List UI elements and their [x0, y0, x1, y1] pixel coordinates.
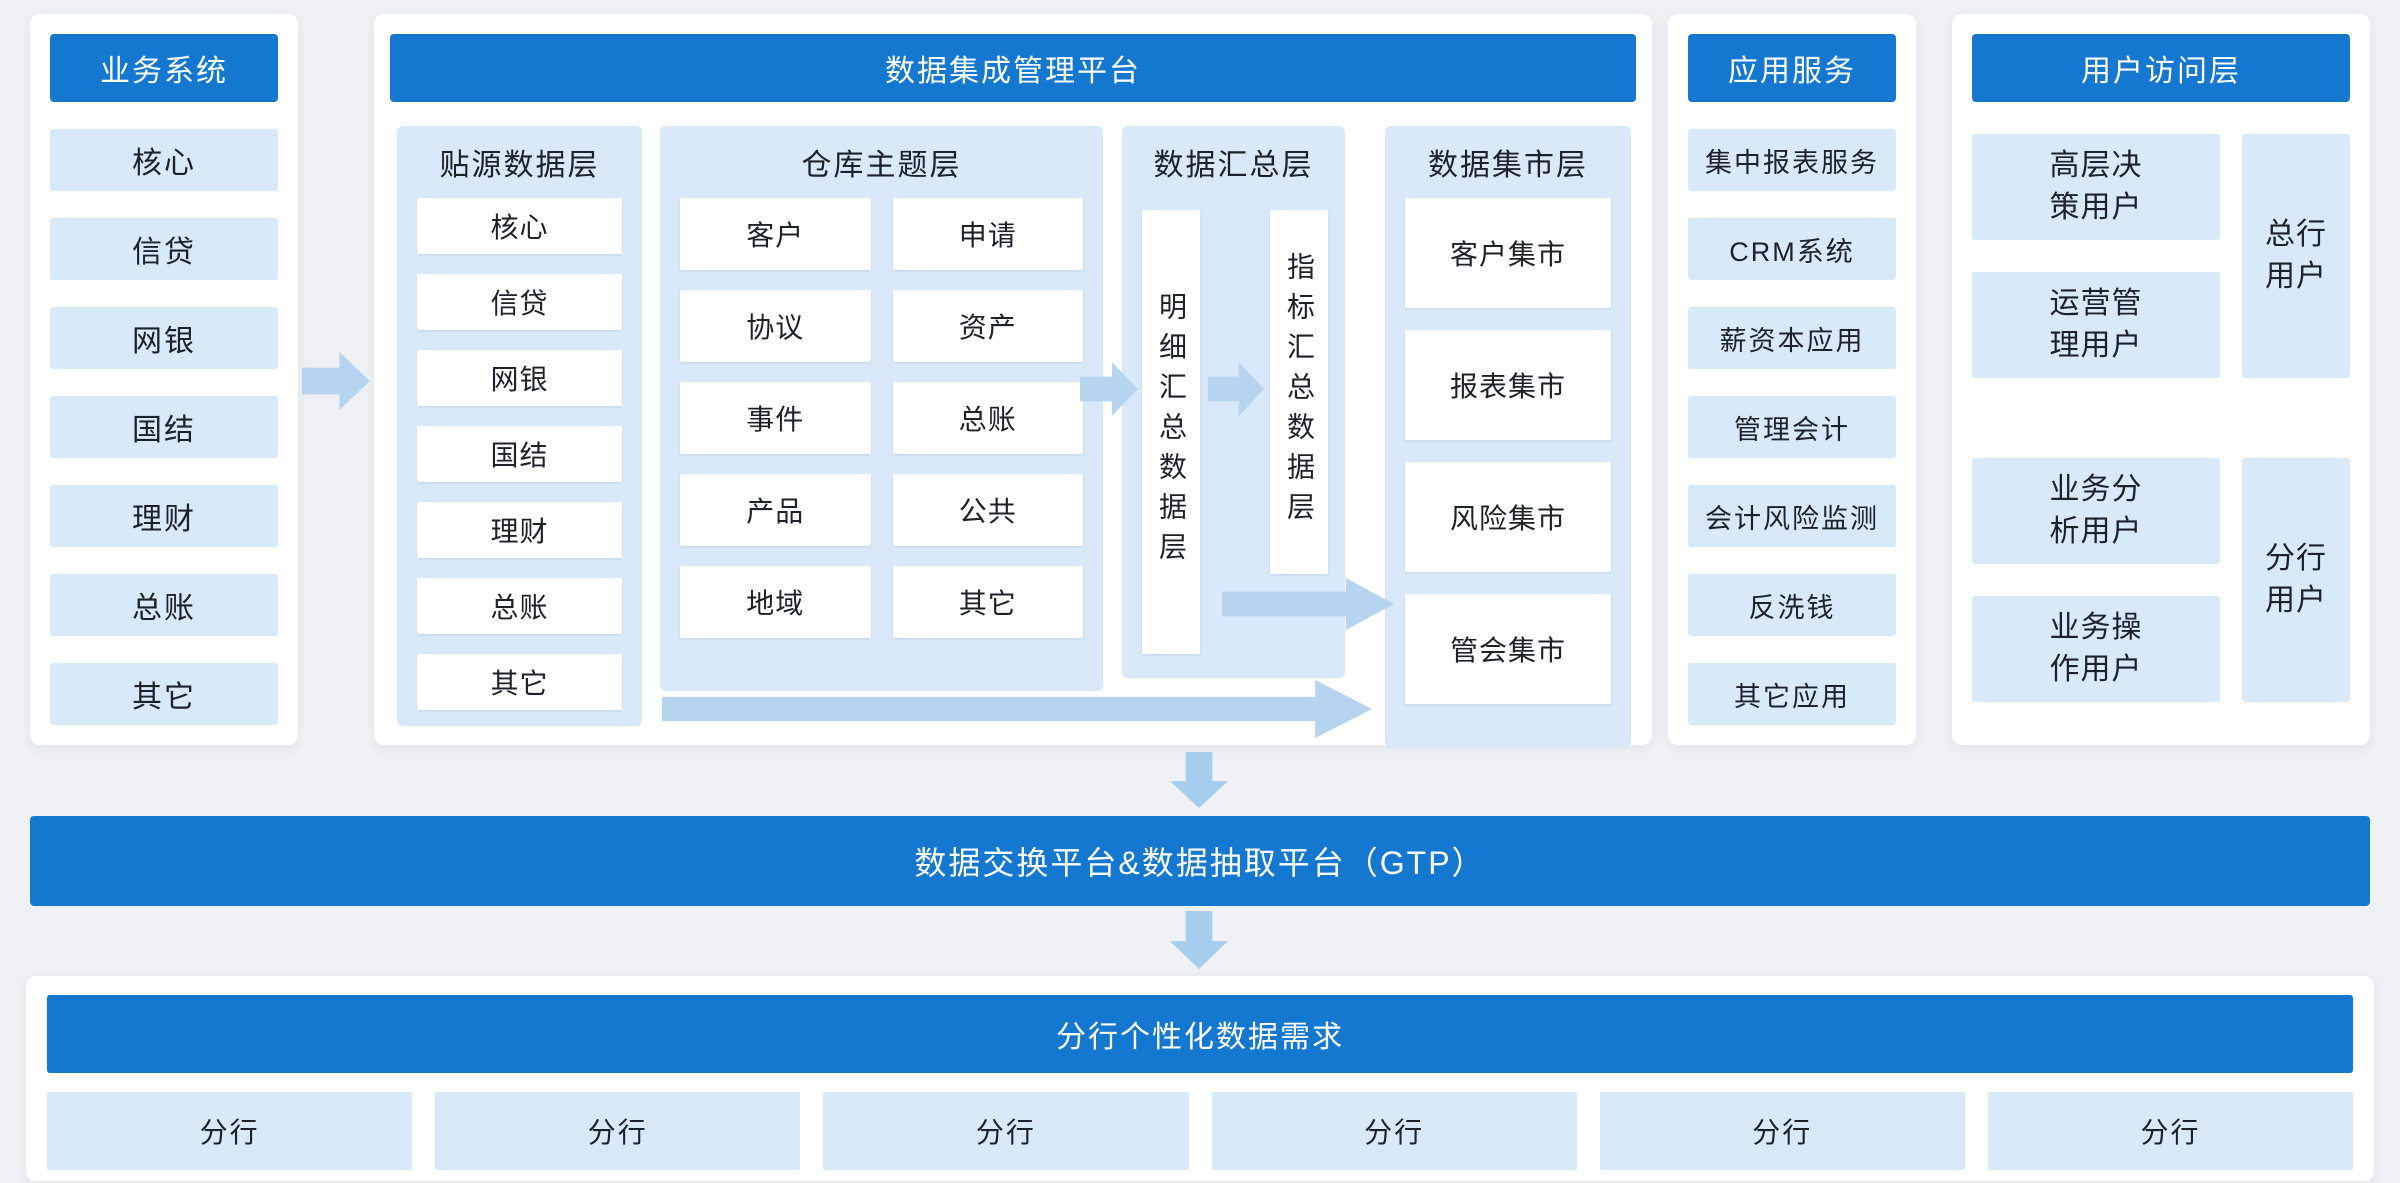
platform-header: 数据集成管理平台	[390, 34, 1636, 102]
user-scope-box: 总行用户	[2242, 134, 2350, 378]
mart-layer-title: 数据集市层	[1428, 149, 1588, 182]
data-summary-layer-panel: 数据汇总层 明细汇总数据层 指标汇总数据层	[1122, 126, 1345, 678]
data-exchange-platform-bar: 数据交换平台&数据抽取平台（GTP）	[30, 816, 2370, 906]
user-role-label: 运营管理用户	[2049, 287, 2143, 362]
branch-box: 分行	[1211, 1092, 1577, 1170]
user-role-box: 业务分析用户	[1972, 458, 2220, 564]
source-layer-title: 贴源数据层	[439, 149, 600, 182]
branch-box: 分行	[1599, 1092, 1965, 1170]
business-system-item: 总账	[50, 574, 278, 636]
user-role-box: 业务操作用户	[1972, 596, 2220, 702]
app-service-item: 会计风险监测	[1688, 485, 1896, 547]
business-system-item: 国结	[50, 396, 278, 458]
right-arrow-icon	[302, 352, 370, 410]
business-system-item: 其它	[50, 663, 278, 725]
summary-layer-title: 数据汇总层	[1153, 149, 1314, 182]
user-scope-box: 分行用户	[2242, 458, 2350, 702]
user-role-label: 业务操作用户	[2049, 611, 2143, 686]
mart-item: 管会集市	[1405, 594, 1611, 704]
user-scope-label: 分行用户	[2265, 542, 2327, 617]
app-services-card: 应用服务 集中报表服务 CRM系统 薪资本应用 管理会计 会计风险监测 反洗钱 …	[1668, 14, 1916, 745]
down-arrow-icon	[1170, 752, 1228, 808]
data-mart-layer-panel: 数据集市层 客户集市 报表集市 风险集市 管会集市	[1385, 126, 1631, 748]
branch-box: 分行	[47, 1092, 413, 1170]
warehouse-subject-layer-panel: 仓库主题层 客户 申请 协议 资产 事件 总账 产品 公共 地域 其它	[660, 126, 1103, 691]
mart-item: 报表集市	[1405, 330, 1611, 440]
app-service-item: 集中报表服务	[1688, 129, 1896, 191]
business-system-item: 核心	[50, 129, 278, 191]
branch-box: 分行	[1987, 1092, 2354, 1170]
source-data-layer-panel: 贴源数据层 核心 信贷 网银 国结 理财 总账 其它	[397, 126, 642, 726]
warehouse-item: 资产	[892, 290, 1083, 362]
app-service-item: 薪资本应用	[1688, 307, 1896, 369]
branch-requirements-header: 分行个性化数据需求	[47, 995, 2353, 1073]
app-services-header: 应用服务	[1688, 34, 1896, 102]
app-service-item: 反洗钱	[1688, 574, 1896, 636]
branch-box: 分行	[823, 1092, 1189, 1170]
warehouse-item: 客户	[680, 198, 871, 270]
branch-row: 分行 分行 分行 分行 分行 分行	[47, 1092, 2354, 1170]
warehouse-item: 公共	[892, 474, 1083, 546]
user-role-box: 高层决策用户	[1972, 134, 2220, 240]
source-layer-item: 国结	[417, 426, 622, 482]
app-service-item: 其它应用	[1688, 663, 1896, 725]
data-integration-platform-card: 数据集成管理平台 贴源数据层 核心 信贷 网银 国结 理财 总账 其它 仓库主题…	[374, 14, 1652, 748]
user-role-box: 运营管理用户	[1972, 272, 2220, 378]
warehouse-item: 其它	[892, 566, 1083, 638]
branch-box: 分行	[435, 1092, 801, 1170]
source-layer-item: 理财	[417, 502, 622, 558]
warehouse-item: 产品	[680, 474, 871, 546]
detail-summary-data-layer-box: 明细汇总数据层	[1142, 210, 1200, 654]
warehouse-item: 地域	[680, 566, 871, 638]
business-system-item: 网银	[50, 307, 278, 369]
user-access-layer-card: 用户访问层 高层决策用户 运营管理用户 业务分析用户 业务操作用户 总行用户 分…	[1952, 14, 2370, 745]
source-layer-item: 其它	[417, 654, 622, 710]
branch-requirements-card: 分行个性化数据需求 分行 分行 分行 分行 分行 分行	[26, 976, 2374, 1181]
warehouse-item: 申请	[892, 198, 1083, 270]
index-summary-data-layer-box: 指标汇总数据层	[1270, 210, 1328, 574]
business-system-item: 信贷	[50, 218, 278, 280]
warehouse-item: 事件	[680, 382, 871, 454]
source-layer-item: 网银	[417, 350, 622, 406]
down-arrow-icon	[1170, 911, 1228, 969]
warehouse-grid: 客户 申请 协议 资产 事件 总账 产品 公共 地域 其它	[660, 198, 1103, 638]
business-system-item: 理财	[50, 485, 278, 547]
warehouse-layer-title: 仓库主题层	[801, 149, 962, 182]
warehouse-item: 协议	[680, 290, 871, 362]
mart-item: 客户集市	[1405, 198, 1611, 308]
source-layer-item: 总账	[417, 578, 622, 634]
user-access-header: 用户访问层	[1972, 34, 2350, 102]
user-scope-label: 总行用户	[2265, 218, 2327, 293]
business-systems-header: 业务系统	[50, 34, 278, 102]
business-systems-card: 业务系统 核心 信贷 网银 国结 理财 总账 其它	[30, 14, 298, 745]
warehouse-item: 总账	[892, 382, 1083, 454]
user-role-label: 业务分析用户	[2049, 473, 2143, 548]
mart-item: 风险集市	[1405, 462, 1611, 572]
app-service-item: 管理会计	[1688, 396, 1896, 458]
app-service-item: CRM系统	[1688, 218, 1896, 280]
user-role-label: 高层决策用户	[2049, 149, 2143, 224]
source-layer-item: 核心	[417, 198, 622, 254]
source-layer-item: 信贷	[417, 274, 622, 330]
